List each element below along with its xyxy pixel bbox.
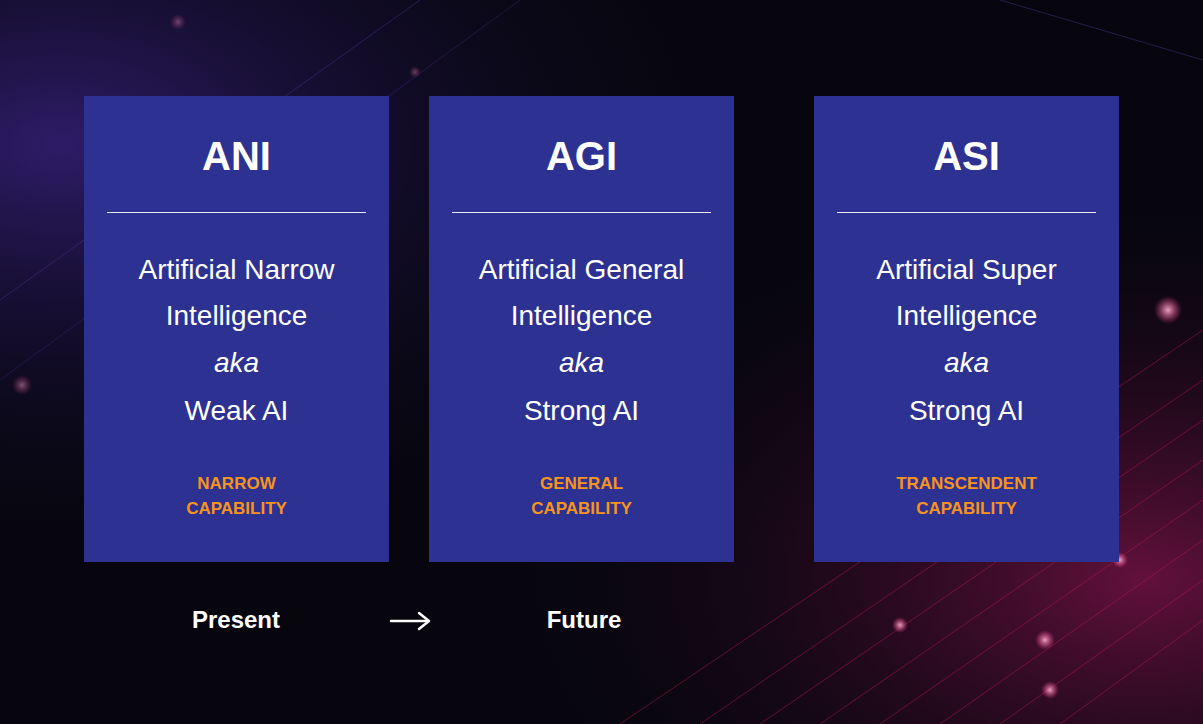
divider-line <box>837 212 1096 213</box>
divider-line <box>452 212 711 213</box>
full-name: Artificial Super Intelligence <box>832 247 1102 339</box>
aka-text: aka <box>429 339 734 387</box>
capability-tag: TRANSCENDENT CAPABILITY <box>887 471 1047 521</box>
aka-text: aka <box>84 339 389 387</box>
alias-text: Strong AI <box>814 387 1119 435</box>
alias-text: Strong AI <box>429 387 734 435</box>
tier-box: ASI Artificial Super IntelligenceakaStron… <box>814 96 1119 562</box>
full-name: Artificial General Intelligence <box>447 247 717 339</box>
timeline-label: Present <box>192 605 280 635</box>
box-heading: ASI <box>814 132 1119 180</box>
capability-tag: NARROW CAPABILITY <box>157 471 317 521</box>
alias-text: Weak AI <box>84 387 389 435</box>
glow-dots <box>12 14 1182 699</box>
aka-text: aka <box>814 339 1119 387</box>
timeline-label: Future <box>547 605 622 635</box>
tier-box: AGI Artificial General IntelligenceakaStr… <box>429 96 734 562</box>
box-heading: AGI <box>429 132 734 180</box>
box-heading: ANI <box>84 132 389 180</box>
tier-box: ANI Artificial Narrow IntelligenceakaWeak… <box>84 96 389 562</box>
progress-arrow <box>391 613 429 629</box>
divider-line <box>107 212 366 213</box>
capability-tag: GENERAL CAPABILITY <box>502 471 662 521</box>
full-name: Artificial Narrow Intelligence <box>102 247 372 339</box>
